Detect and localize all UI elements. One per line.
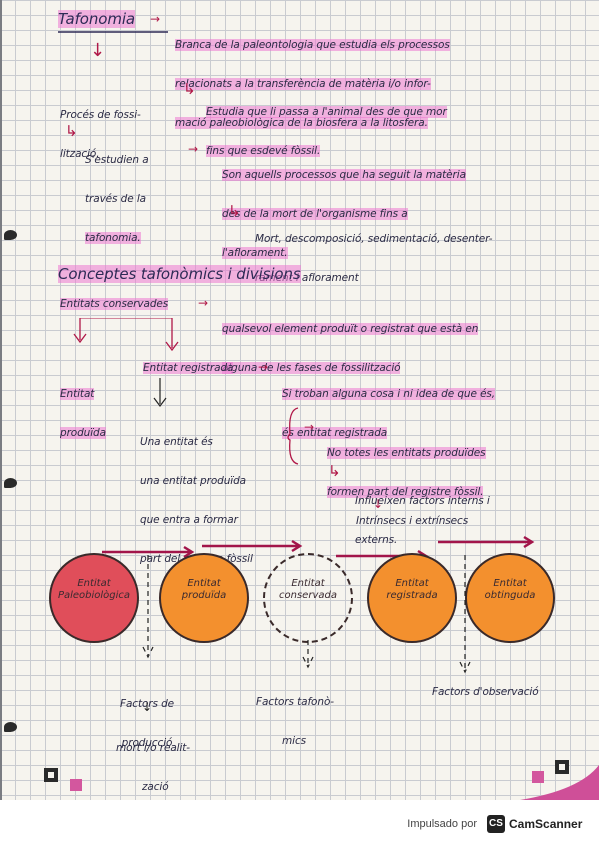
binder-hole bbox=[4, 230, 17, 240]
binder-hole bbox=[4, 722, 17, 732]
curved-arrow-icon: ↳ bbox=[183, 80, 196, 98]
text-factors-produccio: Factors de producció bbox=[120, 698, 175, 749]
scan-corner-mark bbox=[555, 760, 569, 774]
text-proces-fossilitzacio: Procés de fossi- lització. bbox=[60, 109, 141, 160]
arrow-right-icon: → bbox=[198, 296, 209, 310]
circle-label: Entitat obtinguda bbox=[484, 578, 536, 601]
text-estudia: Estudia que li passa a l'animal des de q… bbox=[206, 106, 447, 157]
arrow-down-icon bbox=[153, 378, 167, 407]
definition-tafonomia: Branca de la paleontologia que estudia e… bbox=[175, 39, 450, 129]
pink-square bbox=[532, 771, 544, 783]
curved-arrow-icon: ↳ bbox=[228, 202, 241, 220]
text-sestudien: S'estudien a través de la tafonomia. bbox=[85, 154, 149, 244]
powered-by-text: Impulsado por bbox=[407, 818, 477, 830]
camscanner-brand: CamScanner bbox=[509, 817, 583, 831]
title-underline bbox=[58, 31, 168, 33]
factor-arrows bbox=[142, 555, 471, 674]
scan-corner-mark bbox=[44, 768, 58, 782]
text-mort-realitzacio: mort i/o realit- zació bbox=[116, 742, 190, 793]
text-entitat-produida: Entitat produïda bbox=[60, 388, 106, 439]
text-no-totes: No totes les entitats produïdes formen p… bbox=[327, 447, 486, 498]
circle-entitat-registrada bbox=[367, 553, 457, 643]
arrow-right-icon: → bbox=[304, 420, 315, 434]
arrow-right-icon: → bbox=[258, 360, 269, 374]
text-entitat-registrada: Entitat registrada bbox=[143, 362, 234, 374]
binder-hole bbox=[4, 478, 17, 488]
circle-label: Entitat produïda bbox=[181, 578, 227, 601]
circle-entitat-produida bbox=[159, 553, 249, 643]
circle-entitat-obtinguda bbox=[465, 553, 555, 643]
bracket bbox=[287, 407, 299, 465]
text-entitats-conservades: Entitats conservades bbox=[60, 298, 169, 310]
curved-arrow-icon: ↳ bbox=[65, 122, 78, 140]
circle-entitat-paleobiologica bbox=[49, 553, 139, 643]
arrow-right-icon: → bbox=[150, 12, 161, 26]
pink-corner-edge bbox=[520, 765, 599, 800]
heading-tafonomia: Tafonomia bbox=[58, 10, 135, 28]
text-si-troban: Si troban alguna cosa i ni idea de que é… bbox=[282, 388, 496, 439]
camscanner-logo-icon: CS bbox=[487, 815, 505, 833]
arrow-down-icon: ↓ bbox=[90, 40, 106, 61]
text-mort-descomposicio: Mort, descomposició, sedimentació, desen… bbox=[255, 233, 493, 284]
arrow-down-icon: ↓ bbox=[373, 497, 384, 511]
text-qualsevol: qualsevol element produït o registrat qu… bbox=[222, 323, 479, 374]
arrow-right-icon: → bbox=[188, 142, 199, 156]
text-factors-observacio: Factors d'observació bbox=[432, 686, 539, 698]
text-influeixen: Influeixen factors interns i externs. bbox=[355, 495, 490, 546]
heading-conceptes: Conceptes tafonòmics i divisions bbox=[58, 265, 301, 283]
pink-square bbox=[70, 779, 82, 791]
circle-label: Entitat registrada bbox=[386, 578, 438, 601]
arrow-down-icon: ↓ bbox=[142, 700, 153, 714]
text-factors-tafonomics: Factors tafonò- mics bbox=[256, 696, 334, 747]
text-processos: Son aquells processos que ha seguit la m… bbox=[222, 169, 466, 259]
grid-notebook-page: Tafonomia → Branca de la paleontologia q… bbox=[0, 0, 599, 800]
curved-arrow-icon: ↳ bbox=[328, 462, 341, 480]
branch-arrows bbox=[73, 318, 179, 352]
circle-label: Entitat conservada bbox=[279, 578, 337, 601]
circle-label: Entitat Paleobiològica bbox=[57, 578, 131, 601]
camscanner-footer: Impulsado por CS CamScanner bbox=[0, 800, 599, 848]
text-intrinsecs: Intrínsecs i extrínsecs bbox=[356, 515, 469, 527]
